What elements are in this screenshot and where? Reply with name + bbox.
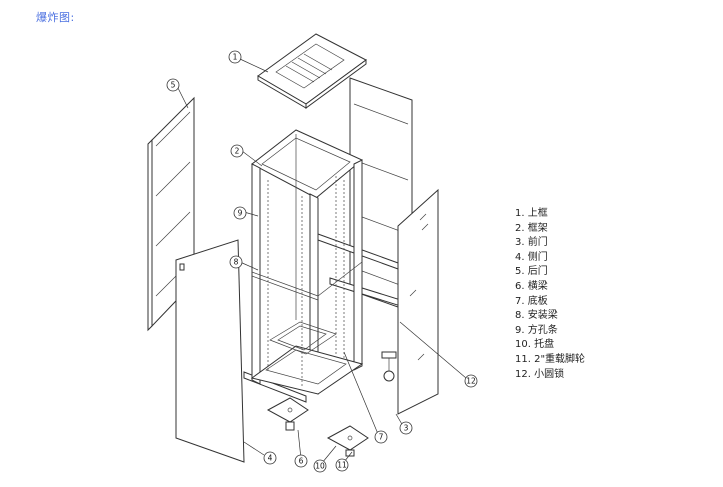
- legend-item: 7. 底板: [515, 295, 548, 307]
- svg-text:12: 12: [466, 377, 476, 386]
- callout-10: 10: [313, 459, 327, 473]
- legend-item: 2. 框架: [515, 222, 548, 234]
- callout-leaders: [177, 58, 467, 464]
- legend-item: 11. 2"重载脚轮: [515, 353, 586, 365]
- legend-item: 1. 上框: [515, 208, 548, 219]
- legend-item: 4. 侧门: [515, 251, 548, 263]
- svg-text:10: 10: [315, 462, 325, 471]
- legend-item: 10. 托盘: [515, 339, 555, 351]
- callout-12: 12: [464, 374, 478, 388]
- callout-5: 5: [166, 78, 180, 92]
- page-title: 爆炸图:: [36, 11, 75, 24]
- svg-text:5: 5: [171, 81, 176, 90]
- svg-text:2: 2: [235, 147, 240, 156]
- legend-item: 8. 安装梁: [515, 310, 558, 322]
- parts-legend: 1. 上框 2. 框架 3. 前门 4. 侧门 5. 后门 6. 横梁 7. 底…: [515, 207, 585, 382]
- callout-4: 4: [263, 451, 277, 465]
- side-door-panel: [175, 239, 245, 463]
- front-door-panel: [397, 188, 439, 415]
- callout-8: 8: [229, 255, 243, 269]
- top-frame: [257, 33, 367, 109]
- rack-frame: [250, 129, 364, 395]
- svg-text:4: 4: [268, 454, 273, 463]
- legend-item: 3. 前门: [515, 237, 548, 249]
- legend-item: 6. 横梁: [515, 280, 548, 292]
- callout-2: 2: [230, 144, 244, 158]
- callout-3: 3: [399, 421, 413, 435]
- legend-item: 12. 小圆锁: [515, 368, 565, 380]
- callout-7: 7: [374, 430, 388, 444]
- bottom-plate: [269, 321, 337, 355]
- callout-1: 1: [228, 50, 242, 64]
- svg-text:11: 11: [337, 461, 347, 470]
- caster-on-frame: [381, 351, 397, 382]
- svg-text:9: 9: [238, 209, 243, 218]
- svg-text:3: 3: [404, 424, 409, 433]
- svg-text:8: 8: [234, 258, 239, 267]
- callout-6: 6: [294, 454, 308, 468]
- svg-text:7: 7: [379, 433, 384, 442]
- svg-text:1: 1: [233, 53, 238, 62]
- svg-text:6: 6: [299, 457, 304, 466]
- legend-item: 5. 后门: [515, 266, 548, 278]
- callout-11: 11: [335, 458, 349, 472]
- legend-item: 9. 方孔条: [515, 324, 558, 336]
- tray-and-casters: [266, 397, 369, 457]
- callout-9: 9: [233, 206, 247, 220]
- square-hole-strips: [267, 176, 345, 386]
